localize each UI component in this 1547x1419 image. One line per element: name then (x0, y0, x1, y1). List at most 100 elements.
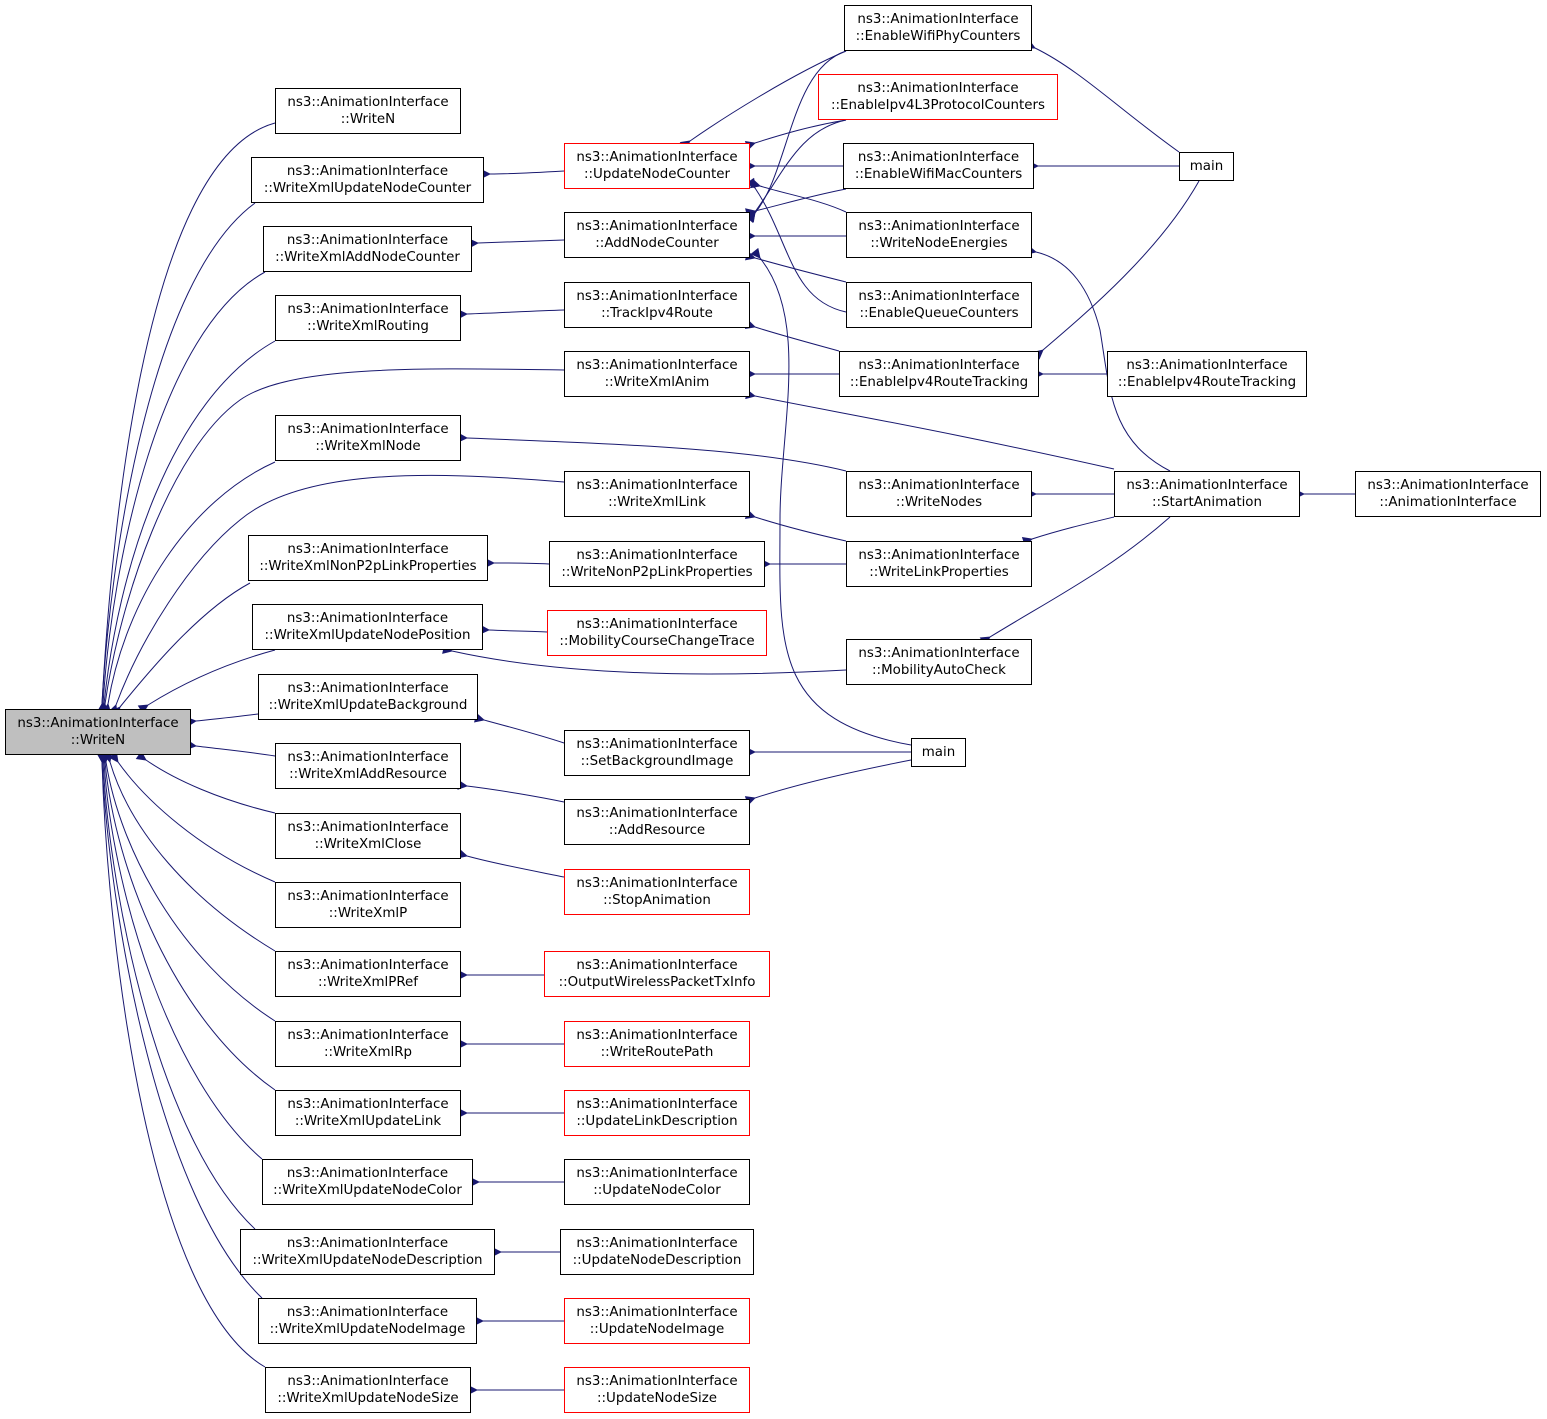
call-edge-23 (457, 309, 565, 320)
call-edge-25 (484, 557, 550, 568)
call-edge-7 (108, 474, 565, 716)
caller-node-output-wireless-packet-tx-info[interactable]: ns3::AnimationInterface::OutputWirelessP… (544, 951, 770, 997)
caller-node-enable-wifi-phy-counters[interactable]: ns3::AnimationInterface::EnableWifiPhyCo… (844, 5, 1032, 51)
caller-node-add-resource[interactable]: ns3::AnimationInterface::AddResource (564, 799, 750, 845)
call-edge-55 (750, 247, 912, 746)
node-label-line2: ::WriteXmlAnim (604, 375, 710, 390)
node-label-line2: ::UpdateNodeSize (597, 1391, 717, 1406)
caller-node-write-xml-rp[interactable]: ns3::AnimationInterface::WriteXmlRp (275, 1021, 461, 1067)
caller-node-enable-queue-counters[interactable]: ns3::AnimationInterface::EnableQueueCoun… (846, 282, 1032, 328)
node-label-line1: ns3::AnimationInterface (576, 1028, 738, 1043)
call-edge-30 (457, 848, 565, 878)
node-label-line1: ns3::AnimationInterface (858, 478, 1020, 493)
call-edge-37 (679, 50, 847, 151)
node-label-line1: ns3::AnimationInterface (576, 958, 738, 973)
caller-node-write-xml-non-p2p-link-properties[interactable]: ns3::AnimationInterface::WriteXmlNonP2pL… (248, 535, 488, 581)
call-edge-27 (442, 644, 847, 675)
call-edge-54 (744, 759, 912, 806)
node-label-line2: ::WriteXmlAddNodeCounter (275, 250, 460, 265)
node-label-line1: ns3::AnimationInterface (576, 1097, 738, 1112)
node-label-line2: ::WriteXmlP (328, 906, 408, 921)
caller-node-write-xml-update-node-counter[interactable]: ns3::AnimationInterface::WriteXmlUpdateN… (251, 157, 484, 203)
node-label-line1: ns3::AnimationInterface (287, 820, 449, 835)
caller-node-update-link-description[interactable]: ns3::AnimationInterface::UpdateLinkDescr… (564, 1090, 750, 1136)
node-label-line2: ::WriteXmlUpdateNodeCounter (263, 181, 472, 196)
caller-node-track-ipv4-route[interactable]: ns3::AnimationInterface::TrackIpv4Route (564, 282, 750, 328)
node-label-line1: ns3::AnimationInterface (576, 1236, 738, 1251)
caller-node-set-background-image[interactable]: ns3::AnimationInterface::SetBackgroundIm… (564, 730, 750, 776)
call-edge-50 (457, 432, 847, 472)
caller-node-write-nodes[interactable]: ns3::AnimationInterface::WriteNodes (846, 471, 1032, 517)
node-label-line2: ::TrackIpv4Route (601, 306, 713, 321)
call-edge-16 (99, 752, 276, 1091)
caller-node-write-node-energies[interactable]: ns3::AnimationInterface::WriteNodeEnergi… (846, 212, 1032, 258)
caller-node-write-xml-close[interactable]: ns3::AnimationInterface::WriteXmlClose (275, 813, 461, 859)
caller-node-write-xml-node[interactable]: ns3::AnimationInterface::WriteXmlNode (275, 415, 461, 461)
caller-node-write-xml-update-link[interactable]: ns3::AnimationInterface::WriteXmlUpdateL… (275, 1090, 461, 1136)
caller-node-write-xml-update-node-image[interactable]: ns3::AnimationInterface::WriteXmlUpdateN… (258, 1298, 477, 1344)
caller-node-add-node-counter[interactable]: ns3::AnimationInterface::AddNodeCounter (564, 212, 750, 258)
call-edge-63 (1026, 245, 1171, 472)
call-edge-43 (745, 50, 847, 224)
caller-node-enable-ipv4-route-tracking-overload[interactable]: ns3::AnimationInterface::EnableIpv4Route… (1107, 351, 1307, 397)
node-label-line1: ns3::AnimationInterface (576, 737, 738, 752)
caller-node-write-xml-update-node-size[interactable]: ns3::AnimationInterface::WriteXmlUpdateN… (265, 1367, 471, 1413)
node-label-line2: ::OutputWirelessPacketTxInfo (558, 975, 756, 990)
caller-node-write-xml-add-node-counter[interactable]: ns3::AnimationInterface::WriteXmlAddNode… (263, 226, 472, 272)
caller-node-animation-interface-constructor[interactable]: ns3::AnimationInterface::AnimationInterf… (1355, 471, 1541, 517)
caller-node-mobility-course-change-trace[interactable]: ns3::AnimationInterface::MobilityCourseC… (547, 610, 767, 656)
caller-node-enable-ipv4-l3-protocol-counters[interactable]: ns3::AnimationInterface::EnableIpv4L3Pro… (818, 74, 1058, 120)
caller-node-write-xml-update-background[interactable]: ns3::AnimationInterface::WriteXmlUpdateB… (258, 674, 478, 720)
caller-node-write-non-p2p-link-properties[interactable]: ns3::AnimationInterface::WriteNonP2pLink… (549, 541, 765, 587)
caller-node-main-bottom[interactable]: main (911, 738, 966, 767)
caller-node-update-node-description[interactable]: ns3::AnimationInterface::UpdateNodeDescr… (560, 1229, 754, 1275)
node-label-line1: ns3::AnimationInterface (858, 219, 1020, 234)
caller-node-write-route-path[interactable]: ns3::AnimationInterface::WriteRoutePath (564, 1021, 750, 1067)
call-edge-28 (474, 712, 565, 744)
caller-node-write-xml-routing[interactable]: ns3::AnimationInterface::WriteXmlRouting (275, 295, 461, 341)
node-label-line2: ::WriteXmlUpdateBackground (268, 698, 468, 713)
caller-node-write-xml-anim[interactable]: ns3::AnimationInterface::WriteXmlAnim (564, 351, 750, 397)
caller-node-update-node-image[interactable]: ns3::AnimationInterface::UpdateNodeImage (564, 1298, 750, 1344)
node-label-line1: ns3::AnimationInterface (287, 958, 449, 973)
caller-node-write-xml-update-node-color[interactable]: ns3::AnimationInterface::WriteXmlUpdateN… (262, 1159, 473, 1205)
node-label-line1: ns3::AnimationInterface (17, 716, 179, 731)
node-label-line2: ::WriteXmlPRef (317, 975, 419, 990)
caller-node-write-xml-link[interactable]: ns3::AnimationInterface::WriteXmlLink (564, 471, 750, 517)
call-edge-6 (101, 461, 276, 714)
caller-node-write-xml-update-node-position[interactable]: ns3::AnimationInterface::WriteXmlUpdateN… (252, 604, 483, 650)
node-label-line1: ns3::AnimationInterface (286, 233, 449, 248)
caller-node-main-top[interactable]: main (1179, 152, 1234, 181)
caller-node-write-link-properties[interactable]: ns3::AnimationInterface::WriteLinkProper… (846, 541, 1032, 587)
caller-node-start-animation[interactable]: ns3::AnimationInterface::StartAnimation (1114, 471, 1300, 517)
call-edge-26 (479, 624, 548, 635)
node-label-line1: ns3::AnimationInterface (287, 422, 449, 437)
caller-node-write-xml-add-resource[interactable]: ns3::AnimationInterface::WriteXmlAddReso… (275, 743, 461, 789)
caller-node-mobility-auto-check[interactable]: ns3::AnimationInterface::MobilityAutoChe… (846, 639, 1032, 685)
caller-node-update-node-counter[interactable]: ns3::AnimationInterface::UpdateNodeCount… (564, 143, 750, 189)
call-edge-19 (96, 752, 263, 1299)
caller-node-enable-ipv4-route-tracking[interactable]: ns3::AnimationInterface::EnableIpv4Route… (839, 351, 1039, 397)
caller-node-write-xml-p[interactable]: ns3::AnimationInterface::WriteXmlP (275, 882, 461, 928)
call-edge-17 (98, 752, 263, 1160)
node-label-line2: ::WriteXmlClose (314, 837, 422, 852)
call-edge-22 (468, 238, 565, 249)
node-label-line1: ns3::AnimationInterface (286, 1166, 449, 1181)
caller-node-update-node-color[interactable]: ns3::AnimationInterface::UpdateNodeColor (564, 1159, 750, 1205)
node-label-line1: ns3::AnimationInterface (287, 681, 449, 696)
caller-node-enable-wifi-mac-counters[interactable]: ns3::AnimationInterface::EnableWifiMacCo… (843, 143, 1034, 189)
node-label-line2: ::UpdateNodeDescription (572, 1253, 742, 1268)
node-label-line2: ::UpdateNodeColor (593, 1183, 721, 1198)
caller-node-write-xml-pref[interactable]: ns3::AnimationInterface::WriteXmlPRef (275, 951, 461, 997)
caller-node-writen[interactable]: ns3::AnimationInterface::WriteN (275, 88, 461, 134)
node-label-line2: ::WriteNonP2pLinkProperties (561, 565, 753, 580)
call-edge-8 (110, 582, 251, 718)
caller-node-stop-animation[interactable]: ns3::AnimationInterface::StopAnimation (564, 869, 750, 915)
call-edge-5 (98, 368, 565, 714)
caller-node-write-xml-update-node-description[interactable]: ns3::AnimationInterface::WriteXmlUpdateN… (240, 1229, 495, 1275)
call-edge-45 (744, 250, 847, 283)
node-label-line2: ::WriteXmlAddResource (289, 767, 447, 782)
caller-node-update-node-size[interactable]: ns3::AnimationInterface::UpdateNodeSize (564, 1367, 750, 1413)
node-label-line1: ns3::AnimationInterface (287, 1374, 449, 1389)
